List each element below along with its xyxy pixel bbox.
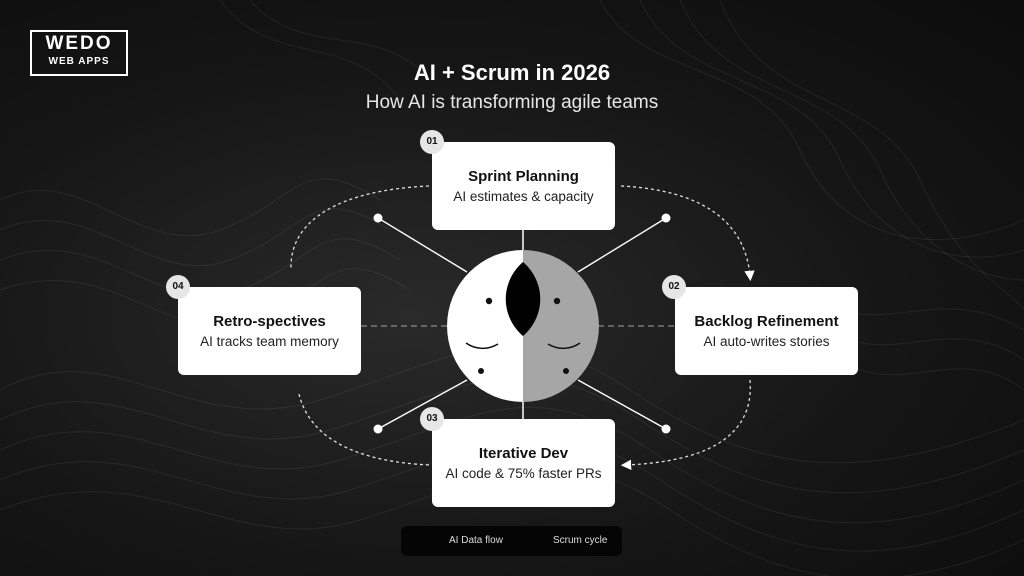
step-description: AI code & 75% faster PRs — [445, 466, 602, 481]
step-description: AI tracks team memory — [200, 334, 339, 349]
step-card-iterative-dev: Iterative Dev AI code & 75% faster PRs — [432, 419, 615, 507]
page-title: AI + Scrum in 2026 — [413, 60, 611, 85]
logo-tagline: WEB APPS — [48, 56, 110, 67]
step-title: Retro-spectives — [213, 313, 326, 330]
step-title: Iterative Dev — [478, 445, 569, 462]
step-card-sprint-planning: Sprint Planning AI estimates & capacity — [432, 142, 615, 230]
spoke-top-right — [577, 217, 667, 273]
spoke-dot-top-left — [373, 213, 383, 223]
step-number-badge: 02 — [662, 275, 686, 299]
spoke-dot-bottom-right — [661, 424, 671, 434]
spoke-bottom-left — [377, 379, 468, 430]
step-card-backlog-refinement: Backlog Refinement AI auto-writes storie… — [675, 287, 858, 375]
step-title: Sprint Planning — [468, 168, 579, 185]
logo-wordmark: WEDO — [45, 33, 113, 54]
spoke-dot-bottom-left — [373, 424, 383, 434]
legend-scrum-cycle-label: Scrum cycle — [553, 535, 608, 546]
central-face-icon — [447, 250, 599, 402]
data-flow-arc-top-left — [290, 185, 430, 269]
step-number-badge: 03 — [420, 407, 444, 431]
data-flow-arc-bottom-left — [298, 393, 431, 466]
data-flow-arc-bottom-right — [620, 379, 751, 470]
spoke-top-left — [377, 217, 468, 273]
page-subtitle: How AI is transforming agile teams — [365, 92, 659, 113]
step-title: Backlog Refinement — [694, 313, 839, 330]
step-description: AI auto-writes stories — [703, 334, 830, 349]
brand-logo: WEDO WEB APPS — [30, 30, 128, 76]
legend-data-flow-label: AI Data flow — [449, 535, 503, 546]
spoke-bottom-right — [577, 379, 667, 430]
step-card-retrospectives: Retro-spectives AI tracks team memory — [178, 287, 361, 375]
spoke-dot-top-right — [661, 213, 671, 223]
step-number-badge: 01 — [420, 130, 444, 154]
step-number-badge: 04 — [166, 275, 190, 299]
data-flow-arc-top-right — [620, 185, 755, 282]
step-description: AI estimates & capacity — [453, 189, 594, 204]
legend: AI Data flow Scrum cycle — [401, 526, 622, 556]
